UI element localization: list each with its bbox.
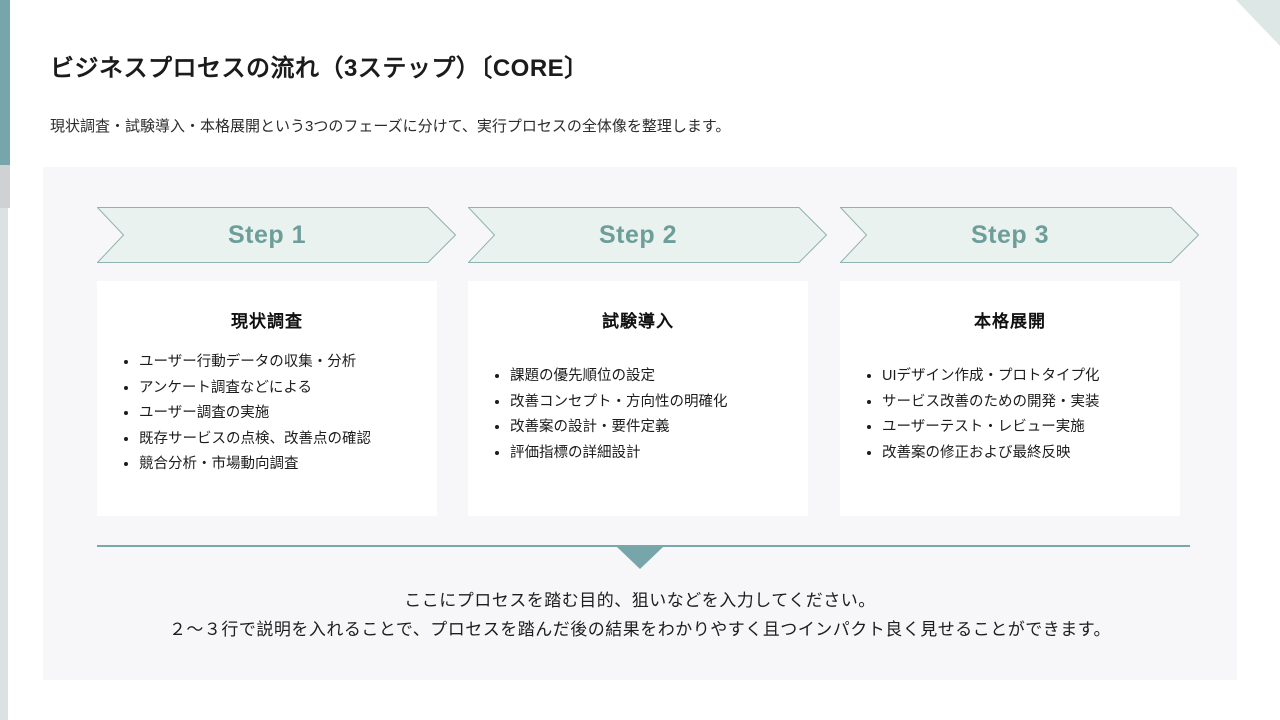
step-1-label: Step 1: [227, 220, 307, 249]
process-panel: Step 1 現状調査 ユーザー行動データの収集・分析アンケート調査などによるユ…: [43, 167, 1237, 680]
left-accent-bar-light: [0, 208, 8, 720]
bullet-item: 改善案の設計・要件定義: [510, 415, 792, 441]
step-3-chevron: Step 3: [840, 207, 1200, 263]
step-2-title: 試験導入: [602, 312, 674, 331]
bullet-item: 既存サービスの点検、改善点の確認: [139, 427, 421, 453]
step-3-title: 本格展開: [974, 312, 1046, 331]
step-1-title: 現状調査: [231, 312, 303, 331]
footer-description-line2: ２～３行で説明を入れることで、プロセスを踏んだ後の結果をわかりやすく且つインパク…: [168, 620, 1112, 639]
bullet-item: 改善コンセプト・方向性の明確化: [510, 390, 792, 416]
bullet-item: 改善案の修正および最終反映: [882, 441, 1164, 467]
chevron-arrow-shape: [840, 207, 1200, 263]
step-2-chevron: Step 2: [468, 207, 828, 263]
step-3-bullet-list: UIデザイン作成・プロトタイプ化サービス改善のための開発・実装ユーザーテスト・レ…: [882, 364, 1164, 466]
bullet-item: UIデザイン作成・プロトタイプ化: [882, 364, 1164, 390]
step-1-card: 現状調査 ユーザー行動データの収集・分析アンケート調査などによるユーザー調査の実…: [97, 281, 437, 516]
bullet-item: 課題の優先順位の設定: [510, 364, 792, 390]
step-2-card: 試験導入 課題の優先順位の設定改善コンセプト・方向性の明確化改善案の設計・要件定…: [468, 281, 808, 516]
left-accent-bar-teal: [0, 0, 10, 165]
bullet-item: 競合分析・市場動向調査: [139, 452, 421, 478]
left-accent-bar-gray: [0, 165, 10, 208]
step-2-bullet-list: 課題の優先順位の設定改善コンセプト・方向性の明確化改善案の設計・要件定義評価指標…: [510, 364, 792, 466]
step-3-card: 本格展開 UIデザイン作成・プロトタイプ化サービス改善のための開発・実装ユーザー…: [840, 281, 1180, 516]
chevron-arrow-shape: [97, 207, 457, 263]
bullet-item: ユーザー行動データの収集・分析: [139, 350, 421, 376]
step-2-label: Step 2: [598, 220, 678, 249]
step-1-bullet-list: ユーザー行動データの収集・分析アンケート調査などによるユーザー調査の実施既存サー…: [139, 350, 421, 478]
bullet-item: アンケート調査などによる: [139, 376, 421, 402]
divider-line: [97, 545, 1190, 547]
step-3-label: Step 3: [970, 220, 1050, 249]
page-title: ビジネスプロセスの流れ（3ステップ）〔CORE〕: [50, 55, 589, 82]
step-1-chevron: Step 1: [97, 207, 457, 263]
corner-triangle-decoration: [1236, 0, 1280, 46]
page-subtitle: 現状調査・試験導入・本格展開という3つのフェーズに分けて、実行プロセスの全体像を…: [50, 118, 731, 135]
bullet-item: サービス改善のための開発・実装: [882, 390, 1164, 416]
bullet-item: 評価指標の詳細設計: [510, 441, 792, 467]
down-arrow-icon: [617, 547, 663, 569]
chevron-arrow-shape: [468, 207, 828, 263]
bullet-item: ユーザー調査の実施: [139, 401, 421, 427]
bullet-item: ユーザーテスト・レビュー実施: [882, 415, 1164, 441]
footer-description-line1: ここにプロセスを踏む目的、狙いなどを入力してください。: [404, 591, 876, 610]
